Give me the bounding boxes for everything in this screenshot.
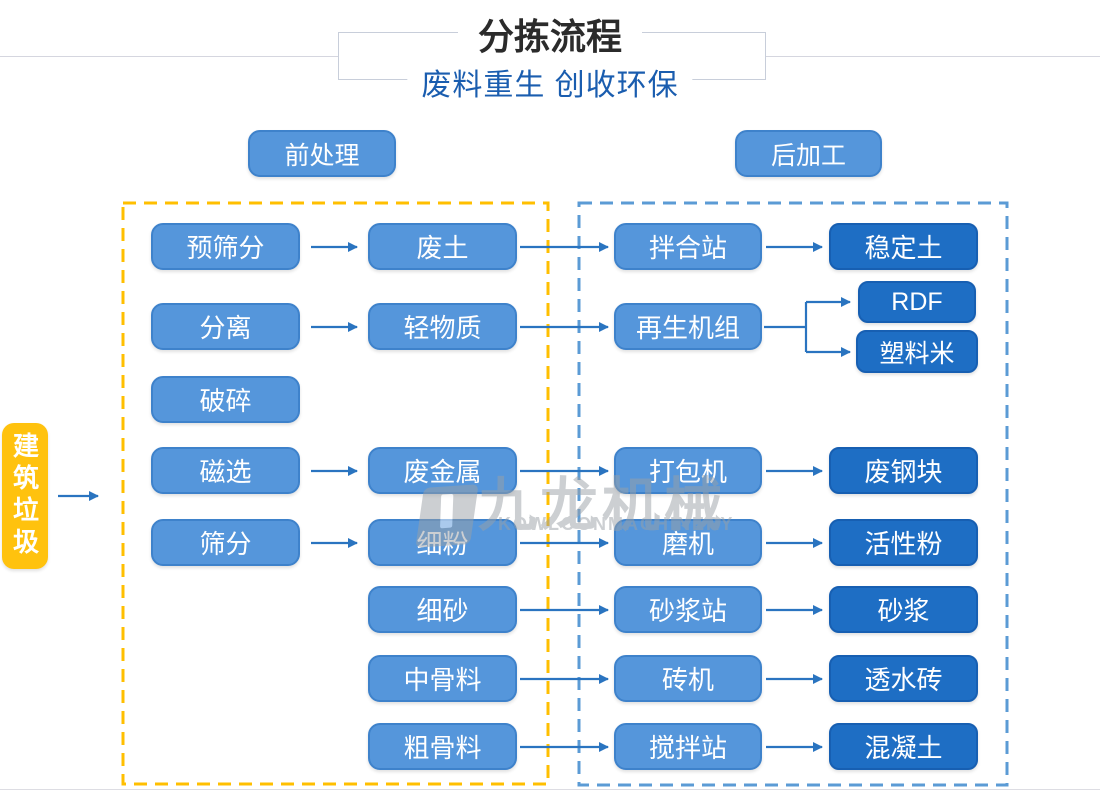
- node-plastic-pellets: 塑料米: [856, 330, 978, 373]
- node-stabilized-soil: 稳定土: [829, 223, 978, 270]
- node-mortar-station: 砂浆站: [614, 586, 762, 633]
- node-regeneration-unit: 再生机组: [614, 303, 762, 350]
- node-permeable-brick: 透水砖: [829, 655, 978, 702]
- node-construction-waste: 建筑垃圾: [2, 423, 48, 569]
- node-pre-screening: 预筛分: [151, 223, 300, 270]
- section-label-preprocessing: 前处理: [248, 130, 396, 177]
- node-baler: 打包机: [614, 447, 762, 494]
- node-coarse-aggregate: 粗骨料: [368, 723, 517, 770]
- node-brick-machine: 砖机: [614, 655, 762, 702]
- node-mortar: 砂浆: [829, 586, 978, 633]
- node-mixing-plant: 搅拌站: [614, 723, 762, 770]
- node-magnetic-separation: 磁选: [151, 447, 300, 494]
- node-scrap-metal: 废金属: [368, 447, 517, 494]
- node-mill: 磨机: [614, 519, 762, 566]
- node-scrap-steel: 废钢块: [829, 447, 978, 494]
- section-label-postprocessing: 后加工: [735, 130, 882, 177]
- node-mixing-station: 拌合站: [614, 223, 762, 270]
- node-rdf: RDF: [858, 281, 976, 323]
- node-light-material: 轻物质: [368, 303, 517, 350]
- node-crushing: 破碎: [151, 376, 300, 423]
- node-medium-aggregate: 中骨料: [368, 655, 517, 702]
- node-screening: 筛分: [151, 519, 300, 566]
- bottom-rule-line: [0, 789, 1100, 790]
- node-waste-soil: 废土: [368, 223, 517, 270]
- page-title: 分拣流程: [457, 8, 643, 60]
- node-separation: 分离: [151, 303, 300, 350]
- node-concrete: 混凝土: [829, 723, 978, 770]
- node-activated-powder: 活性粉: [829, 519, 978, 566]
- node-fine-powder: 细粉: [368, 519, 517, 566]
- node-fine-sand: 细砂: [368, 586, 517, 633]
- page-subtitle: 废料重生 创收环保: [407, 60, 693, 104]
